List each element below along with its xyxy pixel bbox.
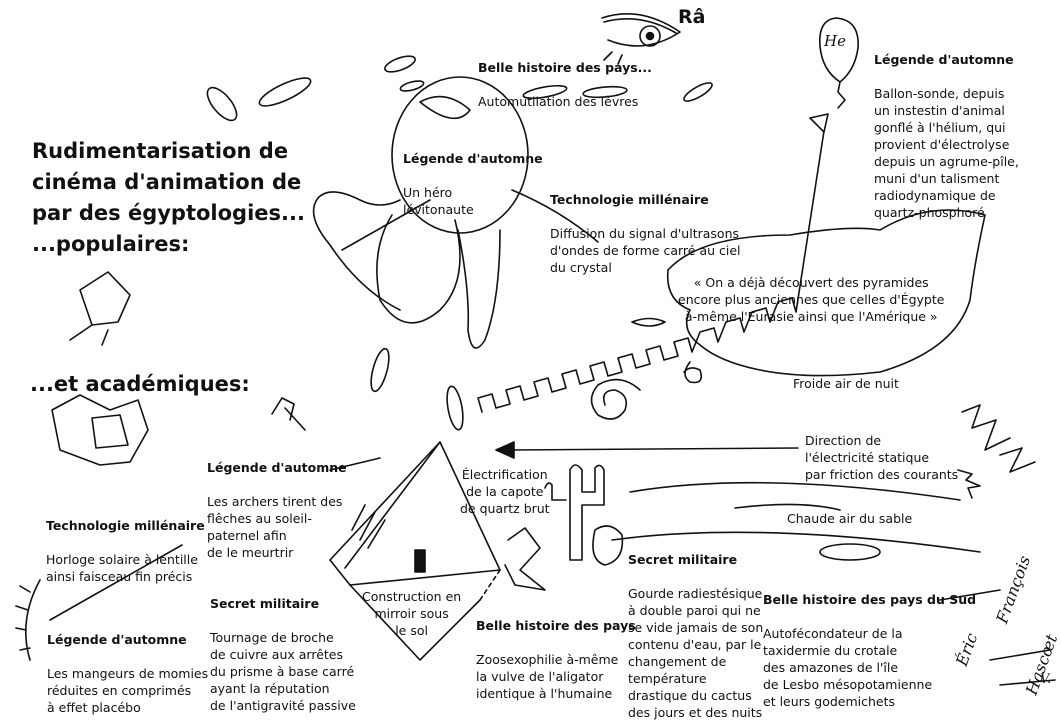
annotation-body: Un héro lévitonaute [403, 185, 474, 217]
annotation-body: Diffusion du signal d'ultrasons d'ondes … [550, 226, 741, 275]
annotation-body: Gourde radiestésique à double paroi qui … [628, 586, 764, 720]
academic-subtitle: ...et académiques: [30, 372, 250, 396]
leaf-shape [399, 80, 425, 92]
levitating-hero [312, 76, 599, 349]
warm-air-label: Chaude air du sable [787, 511, 913, 526]
sausage-shape [819, 543, 881, 561]
annotation-title: Belle histoire des pays du Sud [763, 592, 977, 607]
leaf-shape [446, 385, 464, 431]
annotation-belle-histoire: Belle histoire des pays... Automutilatio… [478, 42, 652, 110]
construction-label: Construction en mirroir sous le sol [362, 589, 462, 638]
signature-initial: V. [1040, 672, 1052, 687]
annotation-body: Automutilation des lèvres [478, 94, 639, 109]
signature-scribble [939, 589, 1056, 686]
annotation-title: Belle histoire des pays... [478, 60, 652, 75]
annotation-title: Légende d'automne [874, 52, 1014, 67]
lightning-icon [961, 404, 1011, 451]
annotation-body: Les archers tirent des flêches au soleil… [207, 494, 343, 560]
annotation-title: Légende d'automne [207, 460, 347, 475]
plant-icon [15, 579, 41, 661]
leaf-shape [206, 86, 238, 122]
arrow-head-icon [809, 113, 829, 133]
star-icon [957, 469, 981, 499]
leaf-shape [384, 55, 416, 73]
annotation-body: Zoosexophilie à-même la vulve de l'aliga… [476, 652, 619, 701]
alligator-icon [504, 527, 546, 591]
leaf-shape [522, 84, 568, 100]
annotation-title: Technologie millénaire [46, 518, 205, 533]
annotation-techno-horloge: Technologie millénaire Horloge solaire à… [46, 500, 205, 585]
pyramid [329, 441, 501, 661]
annotation-body: Autofécondateur de la taxidermie du crot… [763, 626, 933, 709]
annotation-secret-gourde: Secret militaire Gourde radiestésique à … [628, 534, 763, 721]
static-direction-arrow [509, 447, 799, 451]
lens-beam [329, 457, 381, 471]
warm-air-band [629, 481, 961, 501]
swirl-icon [683, 361, 703, 384]
gourd-icon [592, 525, 624, 566]
line-drawing [15, 13, 1056, 686]
spiral-icon [590, 378, 641, 420]
electrification-label: Électrification de la capote de quartz b… [460, 467, 550, 516]
annotation-title: Légende d'automne [47, 632, 187, 647]
crystal-icon [69, 271, 131, 346]
annotation-body: Tournage de broche de cuivre aux arrêtes… [210, 630, 356, 713]
annotation-title: Secret militaire [628, 552, 738, 567]
eye-icon [601, 13, 681, 65]
leaf-shape [258, 77, 312, 107]
lips-icon [631, 317, 666, 327]
lightning-icon [999, 447, 1036, 473]
leaf-shape [582, 85, 628, 99]
annotation-legende-heros: Légende d'automne Un héro lévitonaute [403, 133, 543, 218]
annotation-title: Secret militaire [210, 596, 320, 611]
annotation-belle-zoo: Belle histoire des pays Zoosexophilie à-… [476, 600, 636, 702]
annotation-title: Technologie millénaire [550, 192, 709, 207]
warm-air-band [611, 531, 981, 553]
leaf-shape [370, 347, 390, 393]
crystal-icon [51, 394, 149, 466]
direction-label: Direction de l'électricité statique par … [805, 433, 959, 482]
annotation-title: Légende d'automne [403, 151, 543, 166]
cold-air-label: Froide air de nuit [793, 376, 899, 391]
archer-icon [271, 397, 306, 431]
warm-air-band [734, 503, 841, 511]
annotation-secret-broche: Secret militaire Tournage de broche de c… [210, 578, 356, 714]
square-wave-arrow [477, 117, 827, 413]
leaf-shape [683, 82, 713, 102]
lens-beam [49, 544, 183, 621]
speech-cloud [666, 209, 986, 377]
annotation-body: Horloge solaire à lentille ainsi faiscea… [46, 552, 198, 584]
ra-label: Râ [678, 6, 706, 28]
helium-symbol: He [824, 32, 846, 50]
annotation-techno-ultrasons: Technologie millénaire Diffusion du sign… [550, 174, 741, 276]
page-title: Rudimentarisation de cinéma d'animation … [32, 139, 305, 256]
annotation-legende-ballon: Légende d'automne Ballon-sonde, depuis u… [874, 34, 1019, 221]
annotation-body: Ballon-sonde, depuis un instestin d'anim… [874, 86, 1019, 220]
annotation-body: Les mangeurs de momies réduites en compr… [47, 666, 209, 715]
quote-text: « On a déjà découvert des pyramides enco… [678, 275, 945, 324]
annotation-belle-sud: Belle histoire des pays du Sud Autofécon… [763, 574, 976, 710]
annotation-legende-momies: Légende d'automne Les mangeurs de momies… [47, 614, 208, 716]
annotation-legende-archers: Légende d'automne Les archers tirent des… [207, 442, 347, 561]
cactus-icon [544, 464, 605, 561]
balloon-icon [819, 17, 859, 109]
arrow-head-icon [495, 441, 515, 459]
annotation-title: Belle histoire des pays [476, 618, 636, 633]
